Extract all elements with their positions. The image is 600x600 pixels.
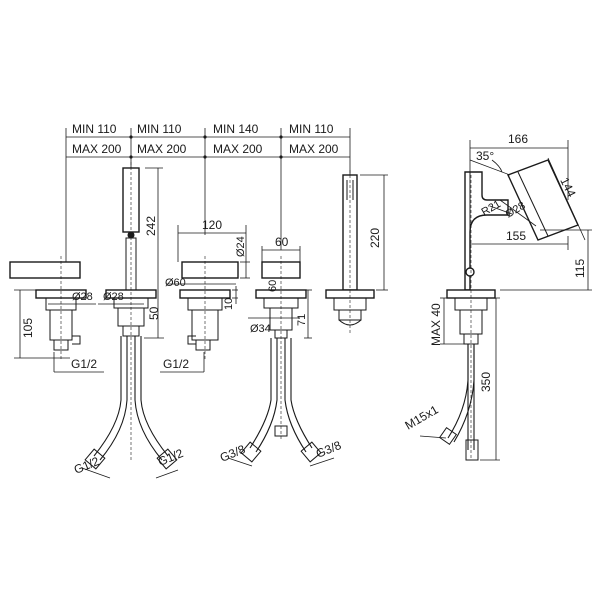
top-dimension-strip: MIN 110 MAX 200 MIN 110 MAX 200 MIN 140 … [65, 122, 351, 262]
shower-holder: 220 [325, 170, 388, 335]
diverter-thread-right: G3/8 [314, 438, 344, 461]
dim-min-a: MIN 110 [72, 122, 117, 136]
mixer-left-thread: G1/2 [71, 357, 97, 371]
hand-shower: 242 Ø28 50 G1/2 G1/2 [72, 162, 186, 479]
shower-holder-height: 220 [368, 228, 382, 248]
dim-min-d: MIN 110 [289, 122, 334, 136]
diverter-thread-left: G3/8 [218, 442, 248, 465]
mixer-left-diameter: Ø28 [72, 291, 93, 303]
mixer-mid-offset: 10 [223, 298, 235, 310]
spout-reach: 166 [508, 132, 528, 146]
diverter-height: 60 [267, 280, 279, 292]
dim-min-b: MIN 110 [137, 122, 182, 136]
dim-min-c: MIN 140 [213, 122, 259, 136]
mixer-mid-handle-dia: Ø60 [165, 277, 186, 289]
mixer-mid: 120 Ø24 Ø60 10 G1/2 [160, 218, 250, 373]
spout-projection: 155 [506, 229, 526, 243]
mixer-left: 105 Ø28 G1/2 [9, 256, 104, 373]
hand-shower-length: 242 [144, 216, 158, 236]
spout-max-depth: MAX 40 [429, 303, 443, 346]
diverter-base-dia: Ø34 [250, 323, 271, 335]
spout-thread: M15x1 [403, 402, 441, 432]
mixer-left-height: 105 [21, 318, 35, 338]
mixer-mid-thread: G1/2 [163, 357, 189, 371]
spout-hose-length: 350 [479, 372, 493, 392]
hand-shower-diameter: Ø28 [103, 291, 124, 303]
spout-angle: 35° [476, 149, 494, 163]
diverter-width: 60 [275, 235, 289, 249]
hand-shower-depth: 50 [147, 306, 161, 320]
dim-max-b: MAX 200 [137, 142, 187, 156]
diverter-depth: 71 [296, 314, 308, 326]
spout: 166 35° 144 R21 Ø28 155 115 MAX 40 [403, 132, 592, 461]
dim-max-a: MAX 200 [72, 142, 122, 156]
dim-max-c: MAX 200 [213, 142, 263, 156]
spout-height: 115 [573, 259, 587, 278]
mixer-mid-diameter: Ø24 [235, 236, 247, 257]
mixer-mid-width: 120 [202, 218, 222, 232]
dim-max-d: MAX 200 [289, 142, 339, 156]
